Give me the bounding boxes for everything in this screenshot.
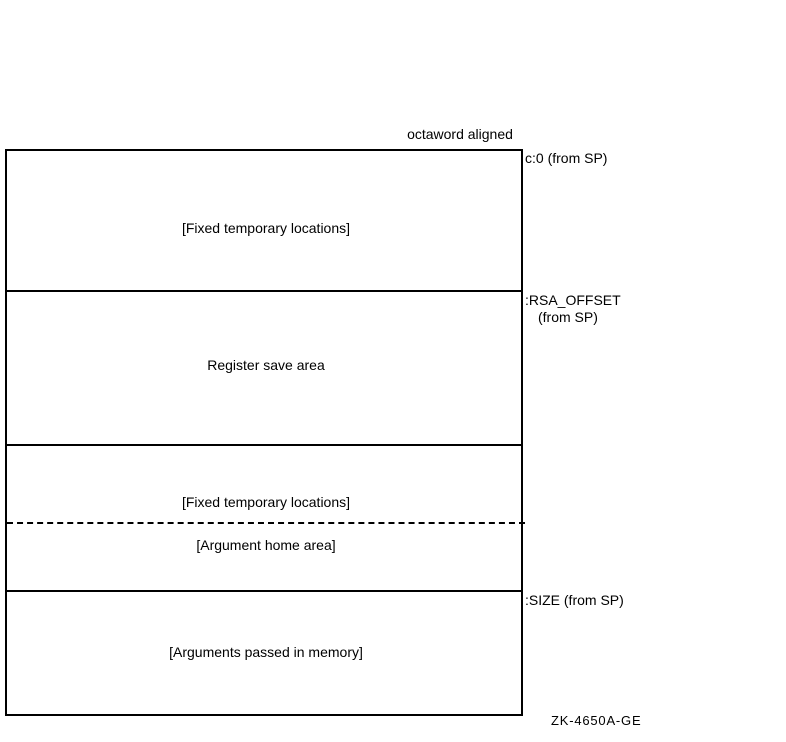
region-register-save-area: Register save area: [5, 290, 523, 446]
offset-note-zero: c:0 (from SP): [525, 150, 608, 166]
offset-note-rsa-sub: (from SP): [538, 309, 598, 325]
offset-note-rsa-main: :RSA_OFFSET: [525, 292, 621, 308]
octaword-aligned-note: octaword aligned: [407, 126, 513, 142]
region-label-fixed-temporary-locations-upper: [Fixed temporary locations]: [181, 220, 351, 236]
dashed-divider: [7, 522, 525, 524]
region-fixed-temporary-locations-upper: [Fixed temporary locations]: [5, 149, 523, 292]
offset-note-rsa: :RSA_OFFSET (from SP): [525, 292, 621, 326]
offset-note-size: :SIZE (from SP): [525, 592, 624, 608]
region-label-argument-home-area: [Argument home area]: [196, 537, 336, 553]
region-label-register-save-area: Register save area: [207, 357, 325, 373]
region-label-arguments-passed-in-memory: [Arguments passed in memory]: [169, 644, 363, 660]
region-fixed-temporary-and-argument-home: [Fixed temporary locations] [Argument ho…: [5, 444, 525, 592]
region-label-fixed-temporary-locations-lower: [Fixed temporary locations]: [181, 494, 351, 510]
stack-frame: [Fixed temporary locations] Register sav…: [5, 149, 525, 716]
figure-id-label: ZK-4650A-GE: [551, 713, 642, 728]
region-arguments-passed-in-memory: [Arguments passed in memory]: [5, 590, 523, 716]
